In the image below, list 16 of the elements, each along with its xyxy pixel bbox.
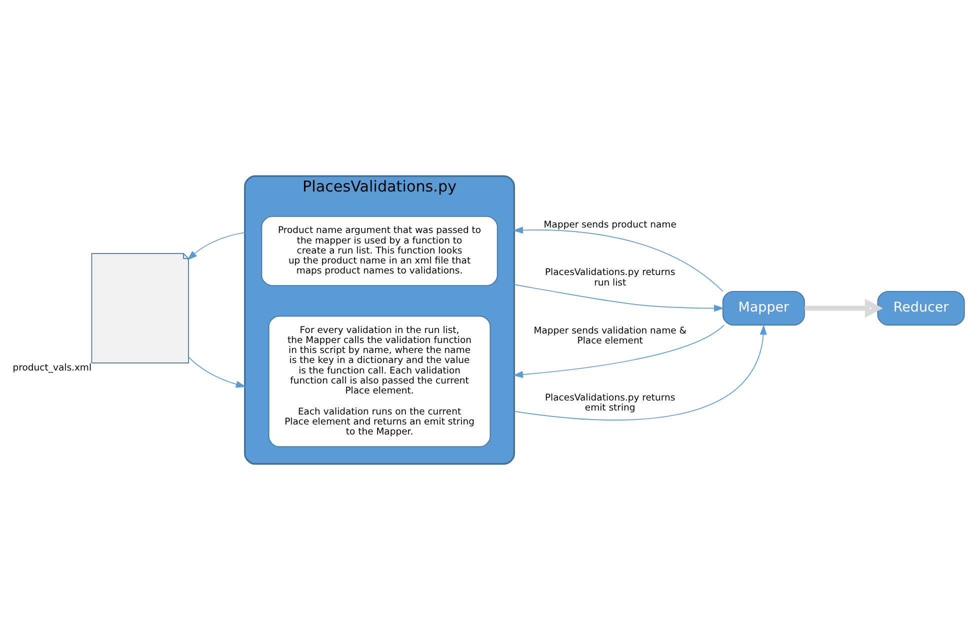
node-box: Product name argument that was passed to the mapper is used by a function to create a run list. This function looks up the product name in an xml file that maps product names to validations.: [261, 216, 498, 286]
node-box: For every validation in the run list, the Mapper calls the validation function in this script by name, where the name is the key in a dictionary and the value is the function call. Each validation function call is also passed the current Place element. Each validation runs on the current Place element and returns an emit string to the Mapper.: [268, 316, 491, 448]
arrow: [512, 324, 725, 378]
arrow: [514, 284, 724, 312]
arrow: [514, 324, 767, 420]
node-label: product_vals.xml: [12, 362, 92, 374]
node-box: Reducer: [877, 290, 965, 326]
edge-label: PlacesValidations.py returns run list: [544, 267, 676, 288]
arrow: [188, 356, 246, 388]
arrow: [187, 232, 246, 260]
edge-label: PlacesValidations.py returns emit string: [544, 392, 676, 414]
arrow: [512, 226, 724, 292]
node-box: Mapper: [722, 290, 805, 326]
arrow: [804, 298, 883, 318]
edge-label: Mapper sends product name: [544, 219, 676, 230]
edge-label: Mapper sends validation name & Place element: [534, 325, 686, 346]
